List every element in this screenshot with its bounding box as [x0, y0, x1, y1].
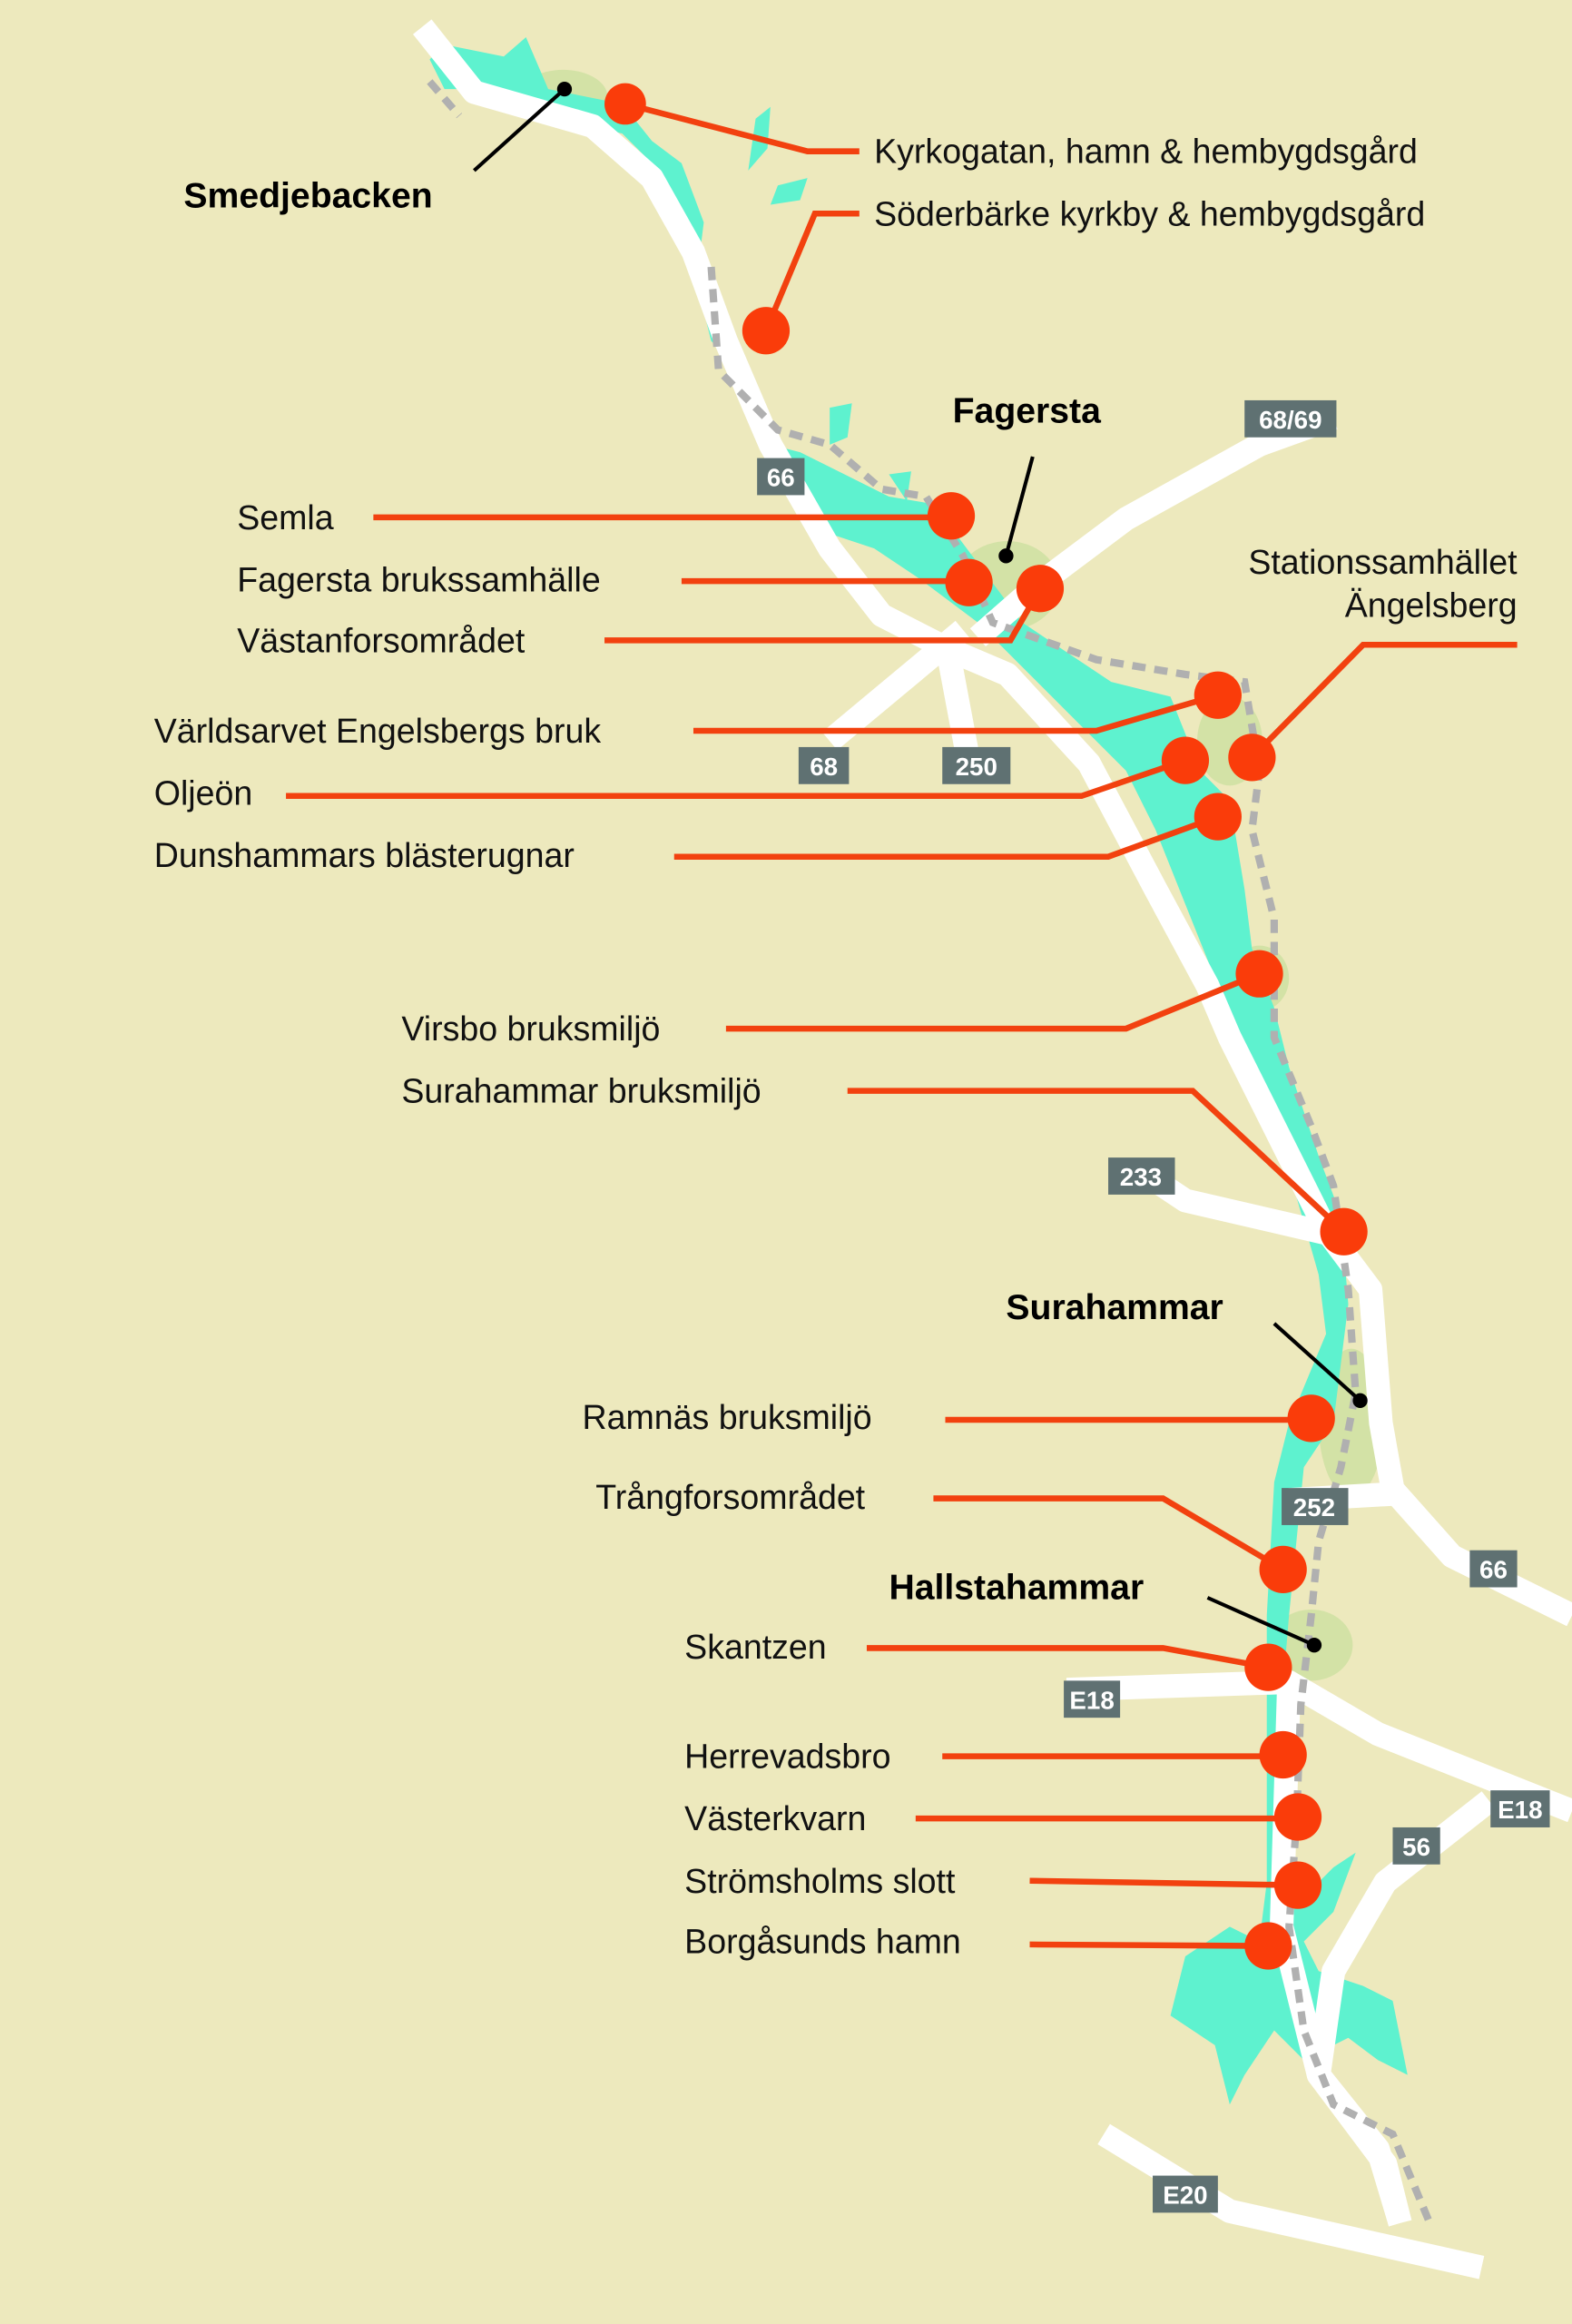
- site-label: Borgåsunds hamn: [684, 1923, 961, 1961]
- marker-trangfors[interactable]: [1259, 1545, 1307, 1594]
- svg-text:233: 233: [1120, 1163, 1162, 1191]
- site-label: Surahammar bruksmiljö: [401, 1072, 761, 1110]
- svg-text:68/69: 68/69: [1259, 406, 1321, 434]
- site-label: Dunshammars blästerugnar: [154, 836, 575, 874]
- road-badge: 250: [942, 746, 1011, 784]
- svg-text:68: 68: [810, 753, 838, 781]
- site-label: Virsbo bruksmiljö: [401, 1009, 660, 1048]
- town-fagersta: Fagersta: [953, 391, 1102, 430]
- marker-soderbarke[interactable]: [742, 307, 791, 355]
- site-label: Världsarvet Engelsbergs bruk: [154, 712, 602, 750]
- road-badge: E20: [1153, 2175, 1218, 2213]
- marker-fagersta-bruk[interactable]: [945, 558, 993, 606]
- svg-text:E18: E18: [1069, 1686, 1114, 1714]
- site-label: Fagersta brukssamhälle: [237, 561, 601, 599]
- marker-stromsholm[interactable]: [1273, 1861, 1322, 1909]
- site-label: Ramnäs bruksmiljö: [583, 1398, 872, 1436]
- site-markers: [604, 83, 1368, 1970]
- road-badge: 66: [1469, 1550, 1518, 1588]
- svg-text:252: 252: [1293, 1493, 1335, 1521]
- road-badge: E18: [1064, 1680, 1121, 1718]
- marker-angelsberg[interactable]: [1228, 734, 1276, 782]
- marker-dunshammar[interactable]: [1194, 793, 1242, 841]
- marker-herrevadsbro[interactable]: [1259, 1730, 1307, 1779]
- marker-oljeon[interactable]: [1161, 736, 1210, 784]
- marker-semla[interactable]: [927, 492, 976, 540]
- marker-vastanfors[interactable]: [1016, 565, 1065, 613]
- site-label: Strömsholms slott: [684, 1862, 956, 1900]
- marker-surahammar[interactable]: [1320, 1207, 1368, 1256]
- svg-text:E18: E18: [1498, 1796, 1542, 1824]
- svg-text:250: 250: [956, 753, 997, 781]
- site-label: Herrevadsbro: [684, 1738, 890, 1776]
- town-pointers: [473, 81, 1368, 1653]
- site-label: Västerkvarn: [684, 1799, 866, 1837]
- site-label: Ängelsberg: [1345, 586, 1518, 624]
- marker-ramnas[interactable]: [1287, 1394, 1335, 1443]
- marker-virsbo[interactable]: [1235, 950, 1283, 998]
- railway: [427, 79, 1434, 2225]
- svg-text:66: 66: [1479, 1556, 1508, 1584]
- marker-vasterkvarn[interactable]: [1273, 1793, 1322, 1841]
- road-badge: 68/69: [1244, 399, 1337, 438]
- leader-lines: [286, 101, 1518, 1949]
- site-label: Semla: [237, 498, 334, 537]
- site-label: Stationssamhället: [1248, 543, 1518, 581]
- town-smedjebacken: Smedjebacken: [183, 177, 432, 216]
- road-badge: 66: [757, 458, 805, 496]
- svg-text:E20: E20: [1163, 2181, 1207, 2210]
- road-badge: 233: [1108, 1157, 1175, 1195]
- marker-skantzen[interactable]: [1244, 1643, 1292, 1691]
- road-badge: 56: [1392, 1827, 1440, 1865]
- marker-kyrkogatan[interactable]: [604, 83, 646, 125]
- road-badge: 68: [798, 746, 850, 784]
- site-label: Söderbärke kyrkby & hembygdsgård: [874, 194, 1425, 232]
- town-surahammar: Surahammar: [1006, 1288, 1223, 1327]
- site-label: Trångforsområdet: [595, 1478, 865, 1516]
- road-badge: 252: [1282, 1488, 1349, 1525]
- svg-text:66: 66: [767, 464, 795, 492]
- site-label: Västanforsområdet: [237, 621, 526, 659]
- site-label: Kyrkogatan, hamn & hembygdsgård: [874, 133, 1418, 171]
- site-label: Skantzen: [684, 1628, 826, 1666]
- svg-text:56: 56: [1402, 1833, 1430, 1861]
- site-labels: Kyrkogatan, hamn & hembygdsgård Söderbär…: [154, 133, 1518, 1961]
- road-badge: E18: [1490, 1790, 1550, 1827]
- site-label: Oljeön: [154, 774, 253, 812]
- town-hallstahammar: Hallstahammar: [889, 1569, 1144, 1608]
- marker-engelsberg[interactable]: [1194, 671, 1242, 719]
- marker-borgasund[interactable]: [1244, 1922, 1292, 1970]
- road-badges: 66 68/69 68 250 233 252 66 E18 E18 56 E2…: [757, 399, 1550, 2213]
